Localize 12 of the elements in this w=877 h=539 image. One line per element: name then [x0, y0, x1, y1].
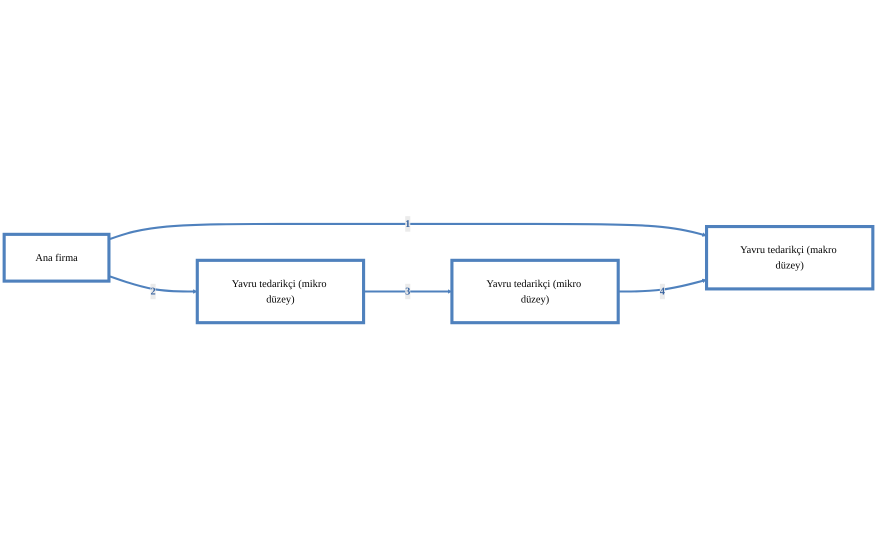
arrow	[364, 289, 452, 294]
arrow	[108, 223, 707, 240]
node-box: Ana firma	[2, 232, 110, 283]
arrow	[618, 278, 707, 293]
arrow	[108, 275, 198, 294]
edge-label: 2	[150, 286, 156, 298]
node-box: Yavru tedarikçi (makro düzey)	[705, 225, 874, 291]
node-box: Yavru tedarikçi (mikro düzey)	[450, 258, 620, 324]
edge-label: 3	[405, 286, 410, 298]
node-box: Yavru tedarikçi (mikro düzey)	[196, 258, 366, 324]
edge-label: 1	[405, 218, 410, 230]
edge-label: 4	[660, 286, 665, 298]
